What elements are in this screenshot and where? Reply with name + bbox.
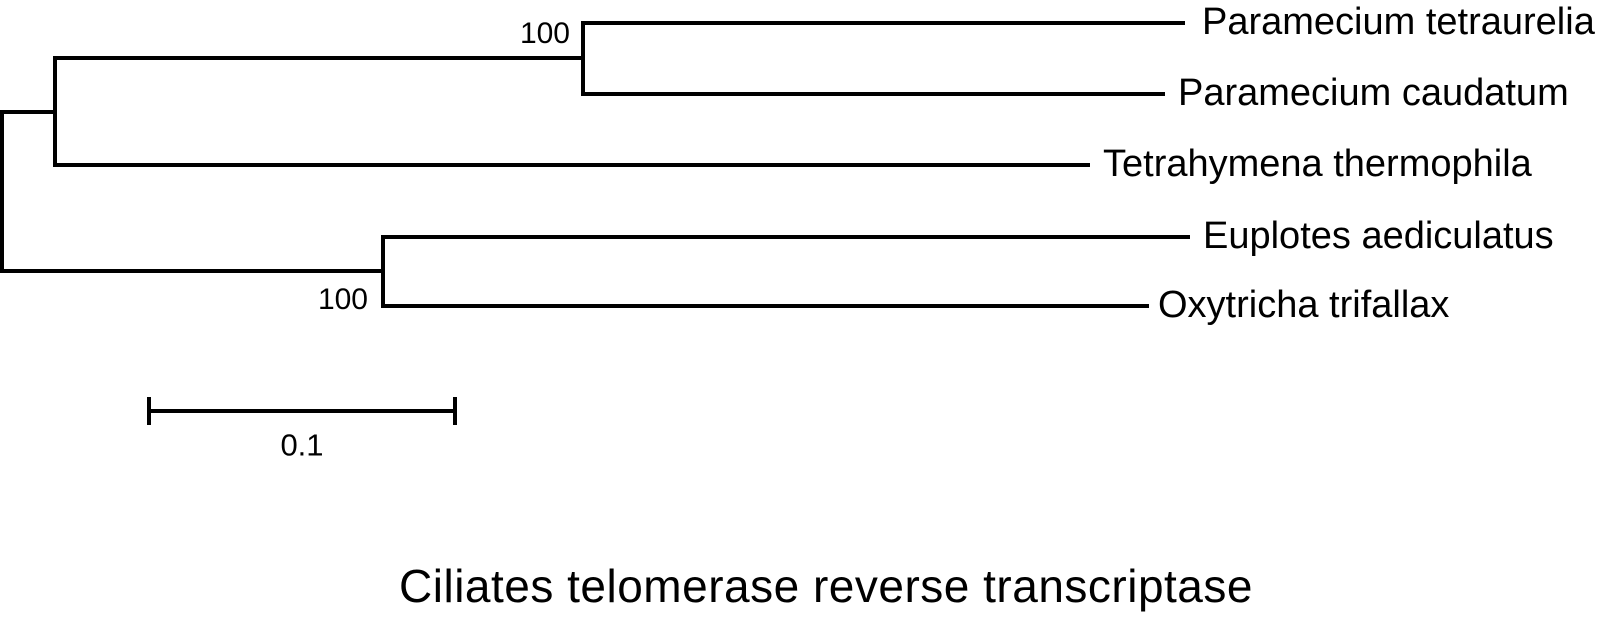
taxon-label-paramecium-caudatum: Paramecium caudatum [1178, 72, 1569, 115]
taxon-label-tetrahymena-thermophila: Tetrahymena thermophila [1103, 143, 1532, 186]
bootstrap-value-paramecium-clade: 100 [519, 17, 570, 50]
taxon-label-oxytricha-trifallax: Oxytricha trifallax [1158, 284, 1450, 327]
bootstrap-value-euplotes-oxytricha-clade: 100 [317, 283, 368, 316]
taxon-label-euplotes-aediculatus: Euplotes aediculatus [1203, 215, 1554, 258]
scale-bar-label: 0.1 [280, 427, 324, 463]
taxon-label-paramecium-tetraurelia: Paramecium tetraurelia [1202, 1, 1595, 44]
figure-title: Ciliates telomerase reverse transcriptas… [399, 560, 1253, 612]
